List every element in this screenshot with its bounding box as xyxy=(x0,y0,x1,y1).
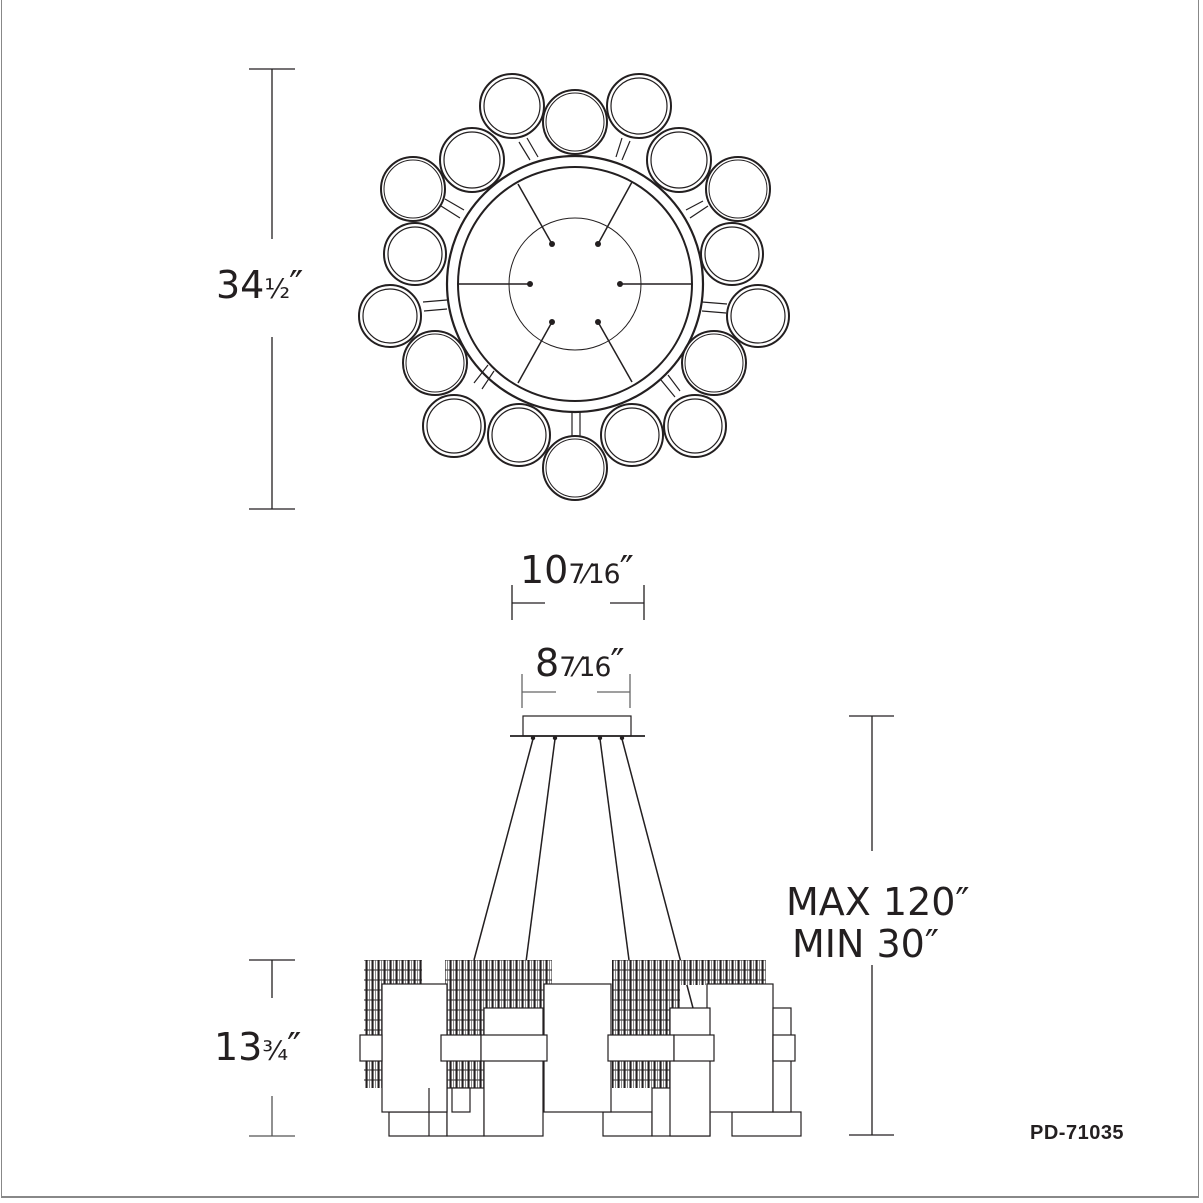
body-height-dimension-line xyxy=(249,959,295,1137)
canopy-outer-width-fraction: 7⁄16 xyxy=(568,559,620,590)
canopy xyxy=(522,715,632,737)
inch-mark: ″ xyxy=(619,548,634,592)
canopy-dimension-lines xyxy=(511,585,645,708)
canopy-outer-width-label: 107⁄16″ xyxy=(520,551,634,589)
canopy-inner-width-whole: 8 xyxy=(535,641,560,685)
side-view xyxy=(249,715,894,1137)
inch-mark: ″ xyxy=(289,263,304,307)
shade-connector-arms xyxy=(422,137,728,437)
overall-height-dimension-line xyxy=(849,715,894,1136)
diameter-dimension-line xyxy=(249,68,295,510)
inch-mark: ″ xyxy=(287,1025,302,1069)
body-height-label: 13¾″ xyxy=(214,1028,301,1066)
outer-ring xyxy=(445,154,705,414)
solid-shades xyxy=(359,983,802,1137)
diameter-whole: 34 xyxy=(216,263,265,307)
shades-top xyxy=(358,73,790,501)
suspension-points xyxy=(527,241,623,325)
body-height-whole: 13 xyxy=(214,1025,263,1069)
diameter-label: 34½″ xyxy=(216,266,303,304)
canopy-inner-width-fraction: 7⁄16 xyxy=(559,652,611,683)
diameter-fraction: ½ xyxy=(264,274,290,305)
model-number: PD-71035 xyxy=(1030,1122,1125,1144)
canopy-inner-width-label: 87⁄16″ xyxy=(535,644,625,682)
inch-mark: ″ xyxy=(610,641,625,685)
suspension-spokes xyxy=(458,181,691,384)
overall-height-min-label: MIN 30″ xyxy=(792,922,940,966)
overall-height-max-label: MAX 120″ xyxy=(786,880,970,924)
body-height-fraction: ¾ xyxy=(262,1036,288,1067)
top-view xyxy=(249,68,790,510)
canopy-outer-width-whole: 10 xyxy=(520,548,569,592)
